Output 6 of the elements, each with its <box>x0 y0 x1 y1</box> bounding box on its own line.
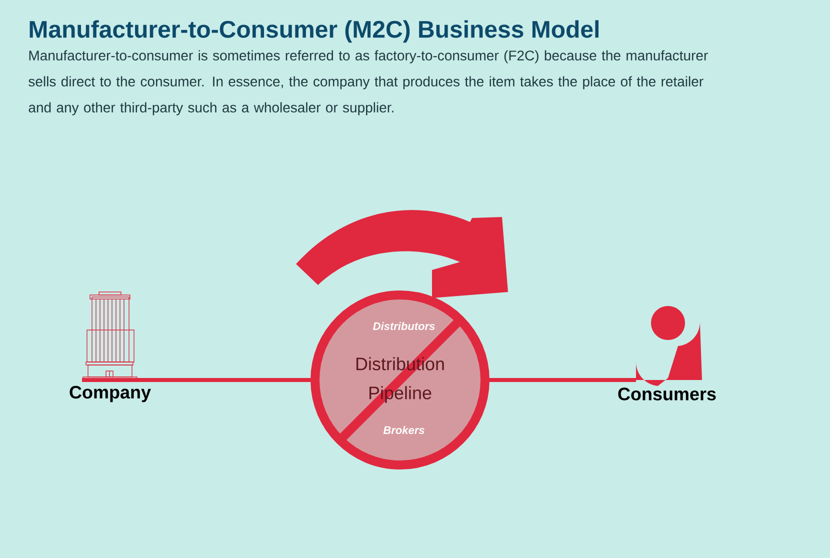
connector-line <box>490 378 636 382</box>
node-label: Company <box>70 386 151 402</box>
node-label: Consumers <box>618 388 716 400</box>
title: Manufacturer-to-Consumer (M2C) Business Model <box>30 20 599 43</box>
description: Manufacturer-to-consumer is sometimes referred to as factory-to-consumer (F2C) because the manufacturer sells direct to the consumer. In essence, the company that produces the item takes the place of the retailer and any other third-party such as a wholesaler or supplier. <box>28 50 708 116</box>
connector-line <box>82 378 310 382</box>
